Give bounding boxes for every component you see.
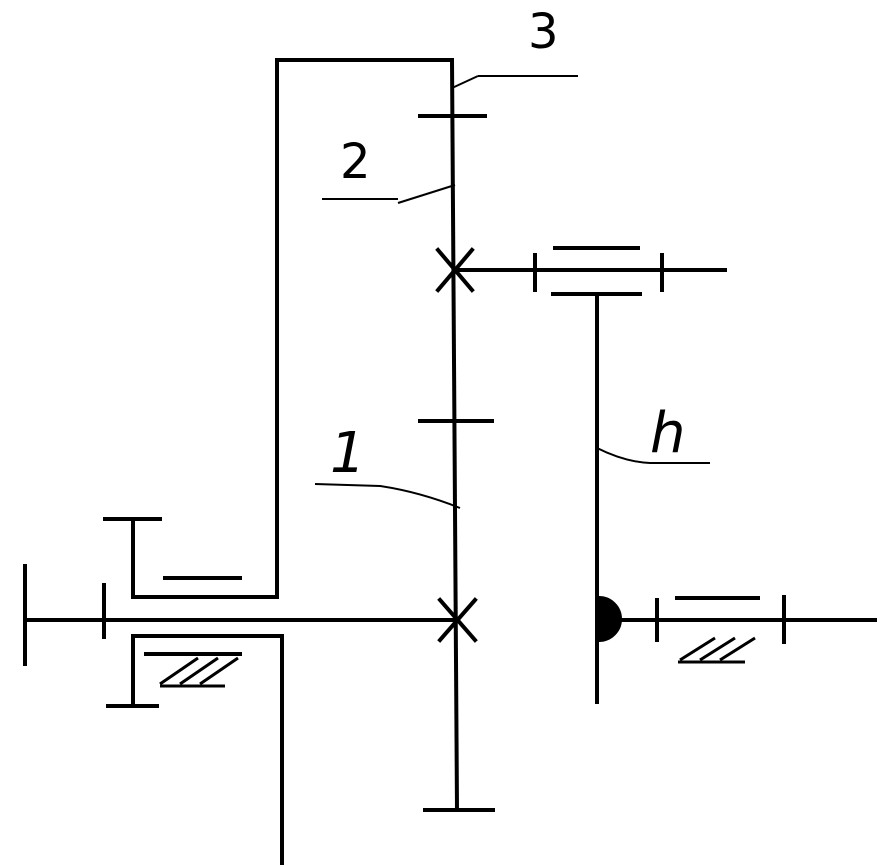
input-shaft [23, 564, 457, 666]
left-bearing-housing [103, 517, 242, 708]
label-1: 1 [330, 421, 366, 486]
label-h: h [650, 401, 686, 466]
joint-cross-lower [437, 597, 478, 643]
leader-lines [314, 75, 710, 509]
ring-gear-3-frame [131, 58, 454, 865]
joint-cross-upper [435, 247, 475, 293]
carrier-h [595, 292, 877, 704]
ground-hatch-right [678, 636, 756, 664]
ground-hatch-left [159, 656, 239, 688]
label-3: 3 [528, 4, 559, 60]
label-2: 2 [340, 134, 371, 190]
